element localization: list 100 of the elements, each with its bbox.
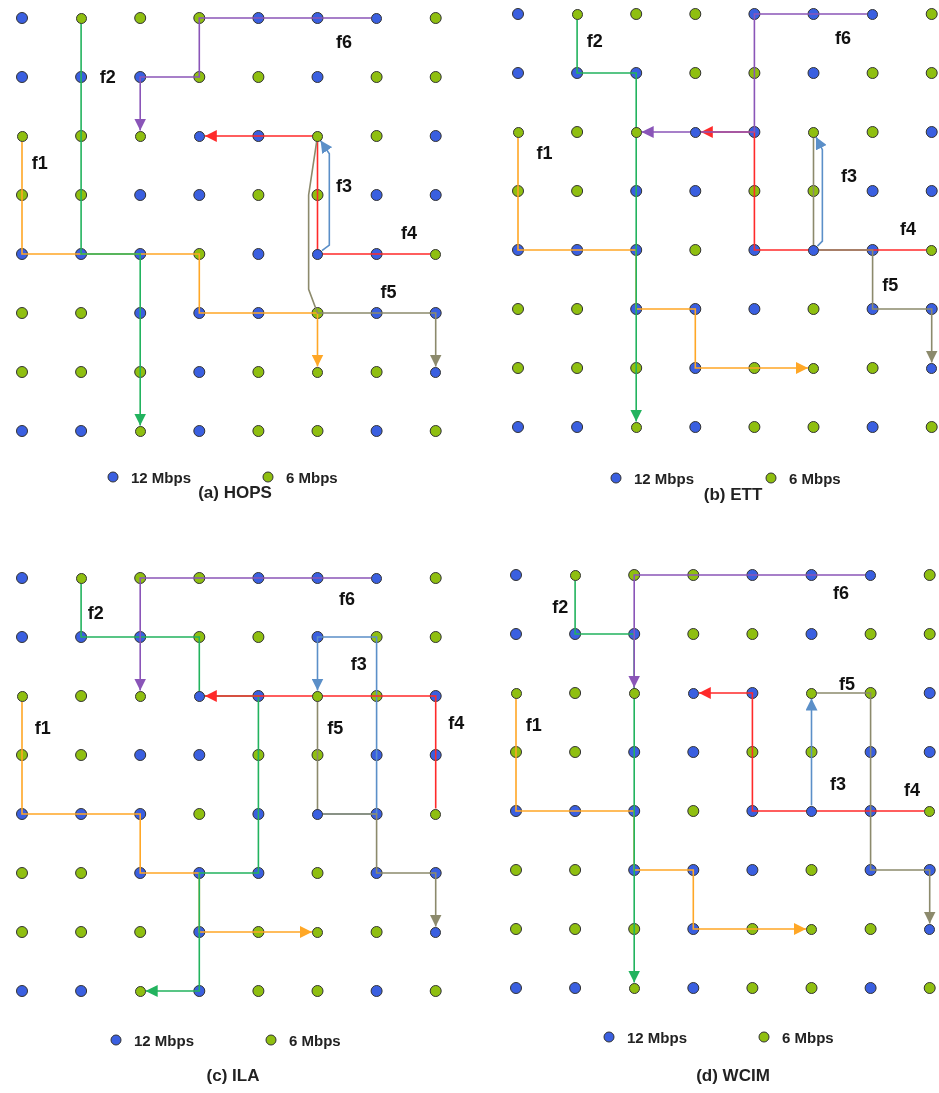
- network-node: [808, 244, 819, 256]
- network-node: [630, 421, 642, 433]
- flow-arrow: [204, 690, 437, 810]
- flow-label: f6: [339, 589, 356, 608]
- network-node: [430, 926, 442, 938]
- flow-label: f4: [448, 713, 465, 732]
- flow-label: f1: [536, 143, 553, 162]
- network-node: [924, 923, 936, 935]
- panel-caption: (b) ETT: [703, 485, 763, 503]
- flow-label: f3: [830, 775, 847, 794]
- network-node: [312, 808, 323, 820]
- flow-label: f1: [31, 153, 48, 172]
- legend-label: 6 Mbps: [289, 1032, 341, 1048]
- flow-arrow: [80, 22, 147, 427]
- network-node: [312, 366, 323, 378]
- network-node: [806, 923, 817, 935]
- flow-label: f5: [327, 719, 344, 738]
- legend-label: 12 Mbps: [627, 1029, 687, 1045]
- network-node: [512, 126, 524, 138]
- network-node: [689, 126, 701, 138]
- network-node: [569, 569, 581, 581]
- flow-arrow: [134, 577, 372, 692]
- flow-label: f6: [336, 32, 353, 51]
- network-node: [134, 690, 146, 702]
- network-node: [630, 126, 642, 138]
- network-node: [75, 572, 87, 584]
- flow-label: f2: [552, 598, 569, 617]
- flow-label: f5: [838, 675, 855, 694]
- network-node: [75, 12, 87, 24]
- flow-arrow: [316, 700, 442, 928]
- flow-label: f3: [840, 167, 857, 186]
- flow-label: f3: [336, 177, 353, 196]
- network-node: [430, 366, 442, 378]
- legend-label: 6 Mbps: [782, 1029, 834, 1045]
- flow-arrow: [698, 687, 925, 812]
- flow-arrow: [812, 136, 938, 364]
- flow-label: f3: [350, 654, 367, 673]
- network-node: [926, 362, 938, 374]
- network-node: [687, 687, 699, 699]
- network-node: [806, 687, 817, 699]
- flow-arrow: [80, 582, 260, 997]
- panel-caption: (d) WCIM: [696, 1066, 770, 1084]
- network-node: [134, 425, 146, 437]
- network-node: [430, 248, 442, 260]
- flow-arrow: [816, 692, 936, 925]
- flow-label: f4: [401, 224, 418, 243]
- flow-arrow: [21, 140, 324, 368]
- network-node: [371, 12, 383, 24]
- flow-arrow: [21, 700, 313, 938]
- panel-caption: (c) ILA: [206, 1066, 260, 1084]
- network-node: [867, 8, 879, 20]
- flow-arrow: [628, 574, 866, 689]
- network-node: [193, 130, 205, 142]
- flow-arrow: [815, 136, 827, 247]
- legend-label: 12 Mbps: [634, 470, 694, 486]
- flow-label: f6: [833, 583, 850, 602]
- flow-arrow: [576, 18, 643, 423]
- network-node: [808, 126, 819, 138]
- flow-label: f1: [34, 719, 51, 738]
- network-node: [865, 569, 877, 581]
- legend-label: 6 Mbps: [789, 470, 841, 486]
- network-node: [926, 244, 938, 256]
- network-node: [371, 572, 383, 584]
- flow-arrow: [204, 130, 431, 255]
- network-node: [806, 805, 817, 817]
- flow-arrow: [640, 13, 868, 138]
- network-node: [193, 690, 205, 702]
- flow-label: f5: [380, 283, 397, 302]
- flow-label: f2: [586, 31, 603, 50]
- network-node: [134, 985, 146, 997]
- network-node: [628, 982, 640, 994]
- legend-label: 12 Mbps: [131, 469, 191, 485]
- network-node: [510, 687, 522, 699]
- flow-label: f4: [900, 220, 917, 239]
- flow-arrow: [805, 697, 818, 807]
- network-node: [134, 130, 146, 142]
- flow-arrow: [319, 139, 333, 252]
- network-node: [924, 805, 936, 817]
- network-node: [312, 130, 323, 142]
- network-node: [16, 690, 28, 702]
- flow-arrow: [517, 136, 809, 374]
- flow-label: f2: [87, 604, 104, 623]
- flow-label: f4: [903, 781, 920, 800]
- network-node: [628, 687, 640, 699]
- legend-label: 6 Mbps: [286, 469, 338, 485]
- network-node: [571, 8, 583, 20]
- network-node: [312, 926, 323, 938]
- network-node: [312, 248, 323, 260]
- flow-label: f2: [99, 68, 116, 86]
- network-node: [16, 130, 28, 142]
- flow-label: f5: [882, 276, 899, 295]
- network-node: [430, 808, 442, 820]
- flow-label: f1: [525, 716, 542, 735]
- legend-label: 12 Mbps: [134, 1032, 194, 1048]
- network-node: [312, 690, 323, 702]
- network-node: [808, 362, 819, 374]
- flow-arrow: [307, 140, 442, 368]
- flow-label: f6: [835, 28, 852, 47]
- panel-caption: (a) HOPS: [198, 483, 272, 501]
- flow-arrow: [515, 697, 807, 935]
